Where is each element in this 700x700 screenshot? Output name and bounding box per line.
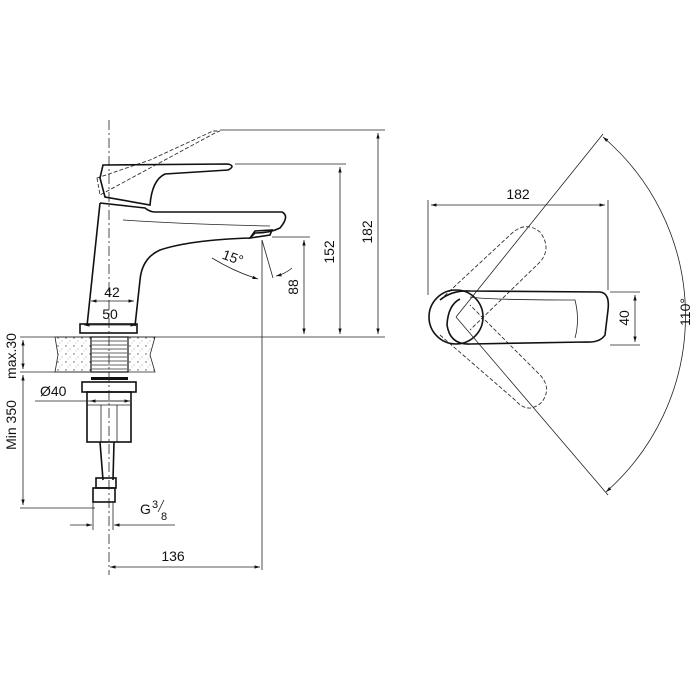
dim-body-top-width: 42 [104,284,120,300]
dim-rotation-angle: 110° [677,298,693,326]
side-view: 182 152 88 15° 42 50 max.30 Min 350 Ø40 … [3,120,385,575]
lever-left-position-outline [439,226,547,331]
svg-text:8: 8 [161,511,167,523]
dim-max-counter: max.30 [3,333,19,379]
dim-body-base-width: 50 [102,306,118,322]
handle-outline [99,163,233,206]
dim-spout-height: 88 [285,279,301,295]
svg-text:G: G [140,501,151,517]
svg-text:3: 3 [152,499,158,511]
supply-hose [99,441,115,481]
dim-spout-angle: 15° [220,246,245,268]
dim-spout-reach: 136 [161,548,185,564]
dim-hole-diameter: Ø40 [40,383,67,399]
aerator [248,229,274,240]
handle-raised-outline [96,130,221,196]
dim-lever-length: 182 [506,186,530,202]
hose-nut [92,487,116,503]
dim-total-height: 182 [359,220,375,244]
lever-base-circle [428,289,484,345]
top-view: 182 40 110° [427,133,693,496]
dim-handle-height: 152 [321,240,337,264]
lever-outline [439,290,610,345]
dim-lever-width: 40 [616,310,632,326]
faucet-body-outline [86,202,287,327]
dim-min-depth: Min 350 [3,400,19,450]
lever-right-position-outline [439,304,547,409]
threaded-shank [90,336,129,373]
dim-connection-thread: G 3 8 [140,499,167,523]
